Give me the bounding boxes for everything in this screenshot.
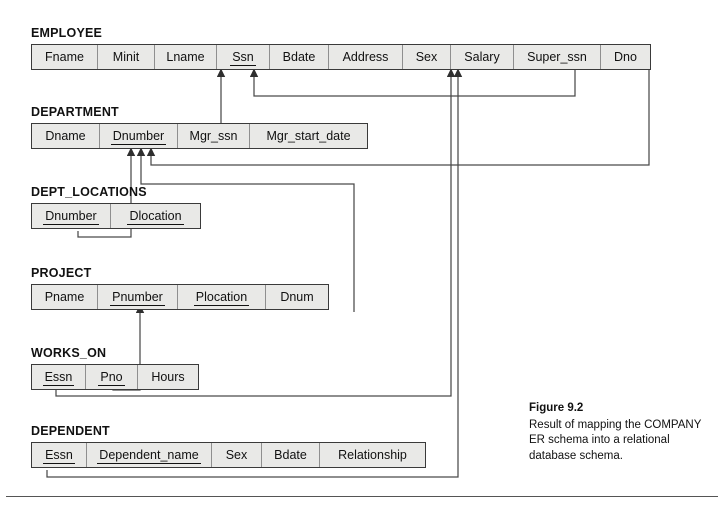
attribute-project-dnum[interactable]: Dnum xyxy=(280,290,314,304)
attribute-employee-address[interactable]: Address xyxy=(329,45,403,69)
relation-project: PROJECT Pname Pnumber Plocation Dnum xyxy=(31,266,329,310)
attribute-employee-salary[interactable]: Salary xyxy=(451,45,514,69)
figure-caption: Figure 9.2 Result of mapping the COMPANY… xyxy=(529,401,704,464)
attribute-works-on-pno[interactable]: Pno xyxy=(86,365,138,389)
attribute-employee-minit[interactable]: Minit xyxy=(98,45,155,69)
attribute-project-pname[interactable]: Pname xyxy=(32,285,98,309)
attribute-department-dname[interactable]: Dname xyxy=(32,124,100,148)
attribute-department-dnumber[interactable]: Dnumber xyxy=(100,124,178,148)
attribute-dependent-dependent-name[interactable]: Dependent_name xyxy=(87,443,212,467)
relation-department: DEPARTMENT Dname Dnumber Mgr_ssn Mgr_sta… xyxy=(31,105,368,149)
attribute-row-works-on: Essn Pno Hours xyxy=(31,364,199,390)
relation-dependent: DEPENDENT Essn Dependent_name Sex Bdate … xyxy=(31,424,426,468)
attribute-employee-lname[interactable]: Lname xyxy=(155,45,217,69)
attribute-department-mgr-start-date[interactable]: Mgr_start_date xyxy=(266,129,351,143)
attribute-dependent-relationship[interactable]: Relationship xyxy=(338,448,407,462)
attribute-row-project: Pname Pnumber Plocation Dnum xyxy=(31,284,329,310)
attribute-project-pnumber[interactable]: Pnumber xyxy=(98,285,178,309)
figure-number: Figure 9.2 xyxy=(529,402,584,414)
attribute-works-on-essn[interactable]: Essn xyxy=(32,365,86,389)
fk-project-dnum-to-department-dnumber xyxy=(136,147,355,312)
fk-employee-dno-to-department-dnumber xyxy=(146,70,650,166)
attribute-employee-super-ssn[interactable]: Super_ssn xyxy=(514,45,601,69)
attribute-dependent-sex[interactable]: Sex xyxy=(212,443,262,467)
relation-dept-locations: DEPT_LOCATIONS Dnumber Dlocation xyxy=(31,185,201,229)
attribute-dependent-essn[interactable]: Essn xyxy=(32,443,87,467)
attribute-row-dependent: Essn Dependent_name Sex Bdate Relationsh… xyxy=(31,442,426,468)
attribute-dept-locations-dlocation[interactable]: Dlocation xyxy=(111,204,200,228)
relation-works-on: WORKS_ON Essn Pno Hours xyxy=(31,346,199,390)
figure-description: Result of mapping the COMPANY ER schema … xyxy=(529,418,702,462)
attribute-employee-ssn[interactable]: Ssn xyxy=(217,45,270,69)
attribute-row-dept-locations: Dnumber Dlocation xyxy=(31,203,201,229)
fk-deptlocations-dnumber-to-department-dnumber xyxy=(77,147,136,238)
relation-employee: EMPLOYEE Fname Minit Lname Ssn Bdate Add… xyxy=(31,26,651,70)
relation-name-project: PROJECT xyxy=(31,266,92,280)
attribute-row-employee: Fname Minit Lname Ssn Bdate Address Sex … xyxy=(31,44,651,70)
attribute-dependent-bdate[interactable]: Bdate xyxy=(262,443,320,467)
relation-name-employee: EMPLOYEE xyxy=(31,26,103,40)
attribute-department-mgr-ssn[interactable]: Mgr_ssn xyxy=(178,124,250,148)
fk-dependent-essn-to-employee-ssn xyxy=(46,68,463,478)
footer-rule xyxy=(6,496,718,497)
attribute-employee-dno[interactable]: Dno xyxy=(614,50,637,64)
attribute-row-department: Dname Dnumber Mgr_ssn Mgr_start_date xyxy=(31,123,368,149)
attribute-works-on-hours[interactable]: Hours xyxy=(151,370,185,384)
fk-employee-superssn-to-employee-ssn xyxy=(249,68,576,97)
attribute-employee-sex[interactable]: Sex xyxy=(403,45,451,69)
attribute-employee-fname[interactable]: Fname xyxy=(32,45,98,69)
relation-name-works-on: WORKS_ON xyxy=(31,346,107,360)
relation-name-department: DEPARTMENT xyxy=(31,105,119,119)
attribute-dept-locations-dnumber[interactable]: Dnumber xyxy=(32,204,111,228)
attribute-employee-bdate[interactable]: Bdate xyxy=(270,45,329,69)
relation-name-dependent: DEPENDENT xyxy=(31,424,110,438)
attribute-project-plocation[interactable]: Plocation xyxy=(178,285,266,309)
relation-name-dept-locations: DEPT_LOCATIONS xyxy=(31,185,147,199)
